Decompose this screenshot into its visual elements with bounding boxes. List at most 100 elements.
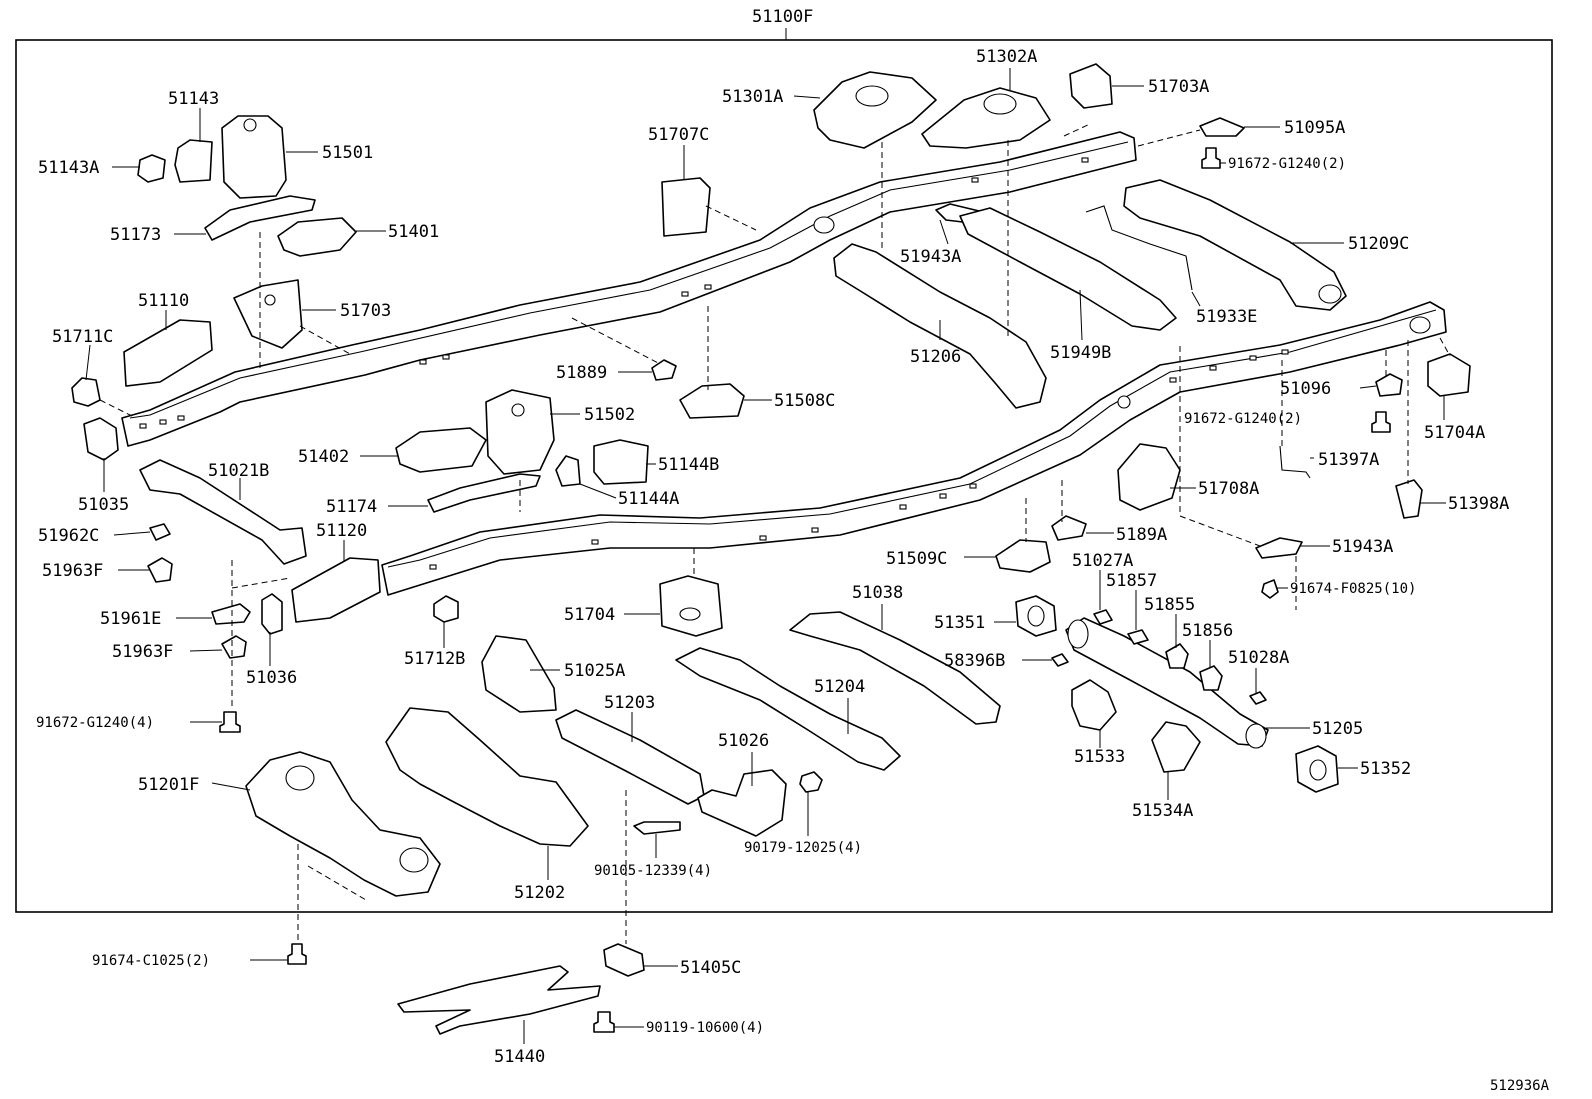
callout-51857: 51857 bbox=[1106, 571, 1157, 591]
part-51711C bbox=[71, 377, 101, 407]
dashed-guides bbox=[99, 123, 1451, 944]
callout-51534A: 51534A bbox=[1132, 801, 1193, 821]
callout-51203: 51203 bbox=[604, 693, 655, 713]
callout-51206: 51206 bbox=[910, 347, 961, 367]
callout-51204: 51204 bbox=[814, 677, 865, 697]
part-51856 bbox=[1199, 665, 1223, 691]
part-51301A bbox=[813, 71, 937, 149]
bolt-90119-10600-4 bbox=[593, 1011, 615, 1033]
callout-51143: 51143 bbox=[168, 89, 219, 109]
part-51501 bbox=[221, 115, 287, 199]
callout-51711C: 51711C bbox=[52, 327, 113, 347]
callout-51707C: 51707C bbox=[648, 125, 709, 145]
callout-51173: 51173 bbox=[110, 225, 161, 245]
part-51534A bbox=[1151, 721, 1201, 773]
part-51120 bbox=[291, 557, 381, 623]
callout-51144B: 51144B bbox=[658, 455, 719, 475]
callout-51095A: 51095A bbox=[1284, 118, 1345, 138]
callout-51302A: 51302A bbox=[976, 47, 1037, 67]
part-51704 bbox=[659, 575, 723, 637]
callout-51201F: 51201F bbox=[138, 775, 199, 795]
callout-51509C: 51509C bbox=[886, 549, 947, 569]
part-51704A bbox=[1427, 353, 1471, 397]
callout-51401: 51401 bbox=[388, 222, 439, 242]
callout-51202: 51202 bbox=[514, 883, 565, 903]
callout-51205: 51205 bbox=[1312, 719, 1363, 739]
part-51440 bbox=[397, 965, 601, 1035]
part-51963F-b bbox=[221, 635, 247, 659]
callout-51301A: 51301A bbox=[722, 87, 783, 107]
part-51703 bbox=[233, 279, 303, 349]
callout-51440: 51440 bbox=[494, 1047, 545, 1067]
part-51036 bbox=[261, 593, 283, 635]
part-51943A-b bbox=[1255, 537, 1303, 559]
part-51025A bbox=[481, 635, 557, 713]
callout-91672-g1240-2a: 91672-G1240(2) bbox=[1228, 156, 1346, 172]
callout-51963F-b: 51963F bbox=[112, 642, 173, 662]
part-51889 bbox=[651, 359, 677, 381]
callout-51963F-a: 51963F bbox=[42, 561, 103, 581]
callout-51143A: 51143A bbox=[38, 158, 99, 178]
callout-51856: 51856 bbox=[1182, 621, 1233, 641]
part-51096 bbox=[1375, 373, 1403, 397]
callout-51405C: 51405C bbox=[680, 958, 741, 978]
callout-51110: 51110 bbox=[138, 291, 189, 311]
callout-51027A: 51027A bbox=[1072, 551, 1133, 571]
bolt-91674-c1025-2 bbox=[287, 943, 307, 965]
leader-lines bbox=[85, 68, 1446, 1044]
callout-51943A-b: 51943A bbox=[1332, 537, 1393, 557]
part-51502 bbox=[485, 389, 555, 475]
part-51398A bbox=[1395, 479, 1423, 519]
callout-51704A: 51704A bbox=[1424, 423, 1485, 443]
callout-51398A: 51398A bbox=[1448, 494, 1509, 514]
part-51402 bbox=[395, 427, 487, 473]
callout-51026: 51026 bbox=[718, 731, 769, 751]
callout-51508C: 51508C bbox=[774, 391, 835, 411]
part-51962C bbox=[149, 523, 171, 541]
part-51712B bbox=[433, 595, 459, 623]
callout-51855: 51855 bbox=[1144, 595, 1195, 615]
callout-51402: 51402 bbox=[298, 447, 349, 467]
part-51509C bbox=[995, 539, 1051, 573]
part-51173 bbox=[204, 195, 316, 241]
part-51703A bbox=[1069, 63, 1113, 109]
part-51855 bbox=[1165, 643, 1189, 669]
callout-51933E: 51933E bbox=[1196, 307, 1257, 327]
callout-51712B: 51712B bbox=[404, 649, 465, 669]
callout-51036: 51036 bbox=[246, 668, 297, 688]
callout-5189A: 5189A bbox=[1116, 525, 1167, 545]
part-51143A bbox=[137, 154, 166, 183]
callout-51889: 51889 bbox=[556, 363, 607, 383]
callout-51120: 51120 bbox=[316, 521, 367, 541]
callout-58396B: 58396B bbox=[944, 651, 1005, 671]
callout-51949B: 51949B bbox=[1050, 343, 1111, 363]
bolt-91672-g1240-4 bbox=[219, 711, 241, 733]
part-51174 bbox=[427, 473, 541, 513]
part-51397A bbox=[1279, 445, 1311, 479]
callout-91674-c1025-2: 91674-C1025(2) bbox=[92, 953, 210, 969]
callout-51352: 51352 bbox=[1360, 759, 1411, 779]
part-51028A bbox=[1249, 691, 1267, 705]
part-51021B bbox=[139, 459, 307, 565]
callout-51021B: 51021B bbox=[208, 461, 269, 481]
part-51110 bbox=[123, 319, 213, 387]
callout-90179-12025-4: 90179-12025(4) bbox=[744, 840, 862, 856]
bolt-91674-f0825-10 bbox=[1261, 579, 1279, 599]
figure-id: 512936A bbox=[1490, 1078, 1550, 1094]
assembly-label: 51100F bbox=[752, 7, 813, 27]
part-51026 bbox=[697, 769, 787, 837]
part-58396B bbox=[1051, 653, 1069, 667]
bolt-91672-g1240-2a bbox=[1201, 147, 1221, 169]
callout-51533: 51533 bbox=[1074, 747, 1125, 767]
callout-51708A: 51708A bbox=[1198, 479, 1259, 499]
part-51144A bbox=[555, 455, 581, 487]
part-51038 bbox=[789, 611, 1001, 725]
frame-rail-right bbox=[381, 301, 1447, 596]
callout-51943A-a: 51943A bbox=[900, 247, 961, 267]
callout-51144A: 51144A bbox=[618, 489, 679, 509]
part-51405C bbox=[603, 943, 645, 977]
part-51027A bbox=[1093, 609, 1113, 625]
callout-51962C: 51962C bbox=[38, 526, 99, 546]
part-51933E bbox=[1085, 205, 1193, 291]
